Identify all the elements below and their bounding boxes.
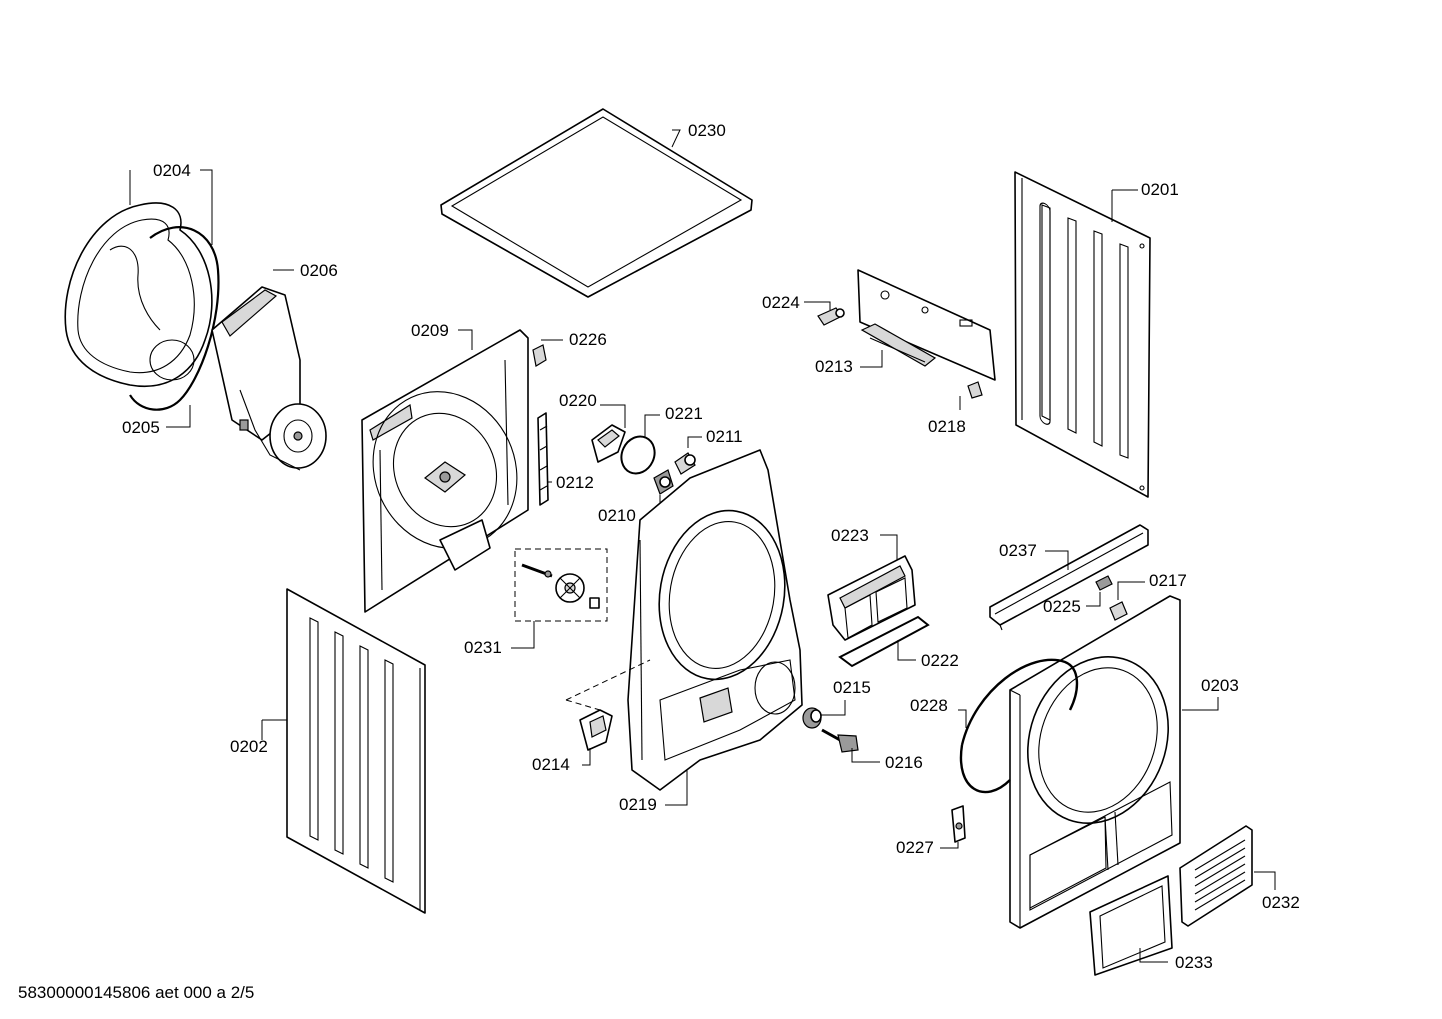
drawing-code: 58300000145806 aet 000 a 2/5: [18, 983, 254, 1002]
part-0226-clip: [532, 344, 547, 367]
part-0206-fan-housing: [211, 286, 327, 471]
part-0217-clip: [1109, 601, 1128, 621]
part-0209-rear-panel: [361, 329, 529, 613]
label-0203: 0203: [1201, 676, 1239, 695]
label-0230: 0230: [688, 121, 726, 140]
part-0227-hinge: [951, 805, 966, 843]
label-0227: 0227: [896, 838, 934, 857]
part-0201-side-panel-right: [1014, 171, 1151, 498]
label-0218: 0218: [928, 417, 966, 436]
part-0220-bracket: [591, 424, 626, 463]
label-0217: 0217: [1149, 571, 1187, 590]
part-0231-kit: [514, 548, 608, 622]
label-0232: 0232: [1262, 893, 1300, 912]
label-0223: 0223: [831, 526, 869, 545]
label-0219: 0219: [619, 795, 657, 814]
part-0211-connector: [674, 452, 696, 475]
part-0219-front-frame: [627, 449, 803, 791]
part-0205-seal: [129, 226, 220, 411]
label-0205: 0205: [122, 418, 160, 437]
label-0211: 0211: [706, 427, 743, 446]
label-0214: 0214: [532, 755, 570, 774]
label-0237: 0237: [999, 541, 1037, 560]
part-0222-filter-seal: [838, 615, 930, 668]
label-0224: 0224: [762, 293, 800, 312]
label-0216: 0216: [885, 753, 923, 772]
label-0204: 0204: [153, 161, 191, 180]
label-0213: 0213: [815, 357, 853, 376]
part-0223-fluff-filter: [827, 555, 916, 641]
label-0220: 0220: [559, 391, 597, 410]
part-0228-door-seal: [959, 658, 1079, 794]
label-0206: 0206: [300, 261, 338, 280]
label-0222: 0222: [921, 651, 959, 670]
part-0230-top-cover: [440, 108, 753, 298]
part-0214-bracket: [579, 709, 613, 751]
label-0228: 0228: [910, 696, 948, 715]
part-0212-strip: [537, 412, 549, 506]
label-0201: 0201: [1141, 180, 1179, 199]
part-0233-cover-plate: [1089, 875, 1173, 976]
label-0202: 0202: [230, 737, 268, 756]
label-0226: 0226: [569, 330, 607, 349]
part-0204-rear-shield: [64, 202, 213, 388]
label-0231: 0231: [464, 638, 502, 657]
label-0233: 0233: [1175, 953, 1213, 972]
label-0225: 0225: [1043, 597, 1081, 616]
part-0224-switch: [817, 307, 845, 326]
part-0203-front-panel: [1009, 595, 1181, 929]
part-0237-rail: [989, 524, 1149, 631]
part-0213-control-bracket: [857, 269, 996, 381]
part-0232-grille: [1179, 825, 1253, 927]
part-0202-side-panel-left: [286, 588, 426, 914]
label-0221: 0221: [665, 404, 703, 423]
label-0215: 0215: [833, 678, 871, 697]
part-0218-clip: [967, 381, 983, 399]
label-0209: 0209: [411, 321, 449, 340]
part-0221-gasket: [620, 435, 656, 475]
label-0212: 0212: [556, 473, 594, 492]
part-0215-knob: [802, 707, 822, 729]
part-0210-valve: [653, 469, 674, 495]
part-0225-clip: [1095, 575, 1113, 591]
part-0216-switch: [821, 728, 859, 753]
label-0210: 0210: [598, 506, 636, 525]
